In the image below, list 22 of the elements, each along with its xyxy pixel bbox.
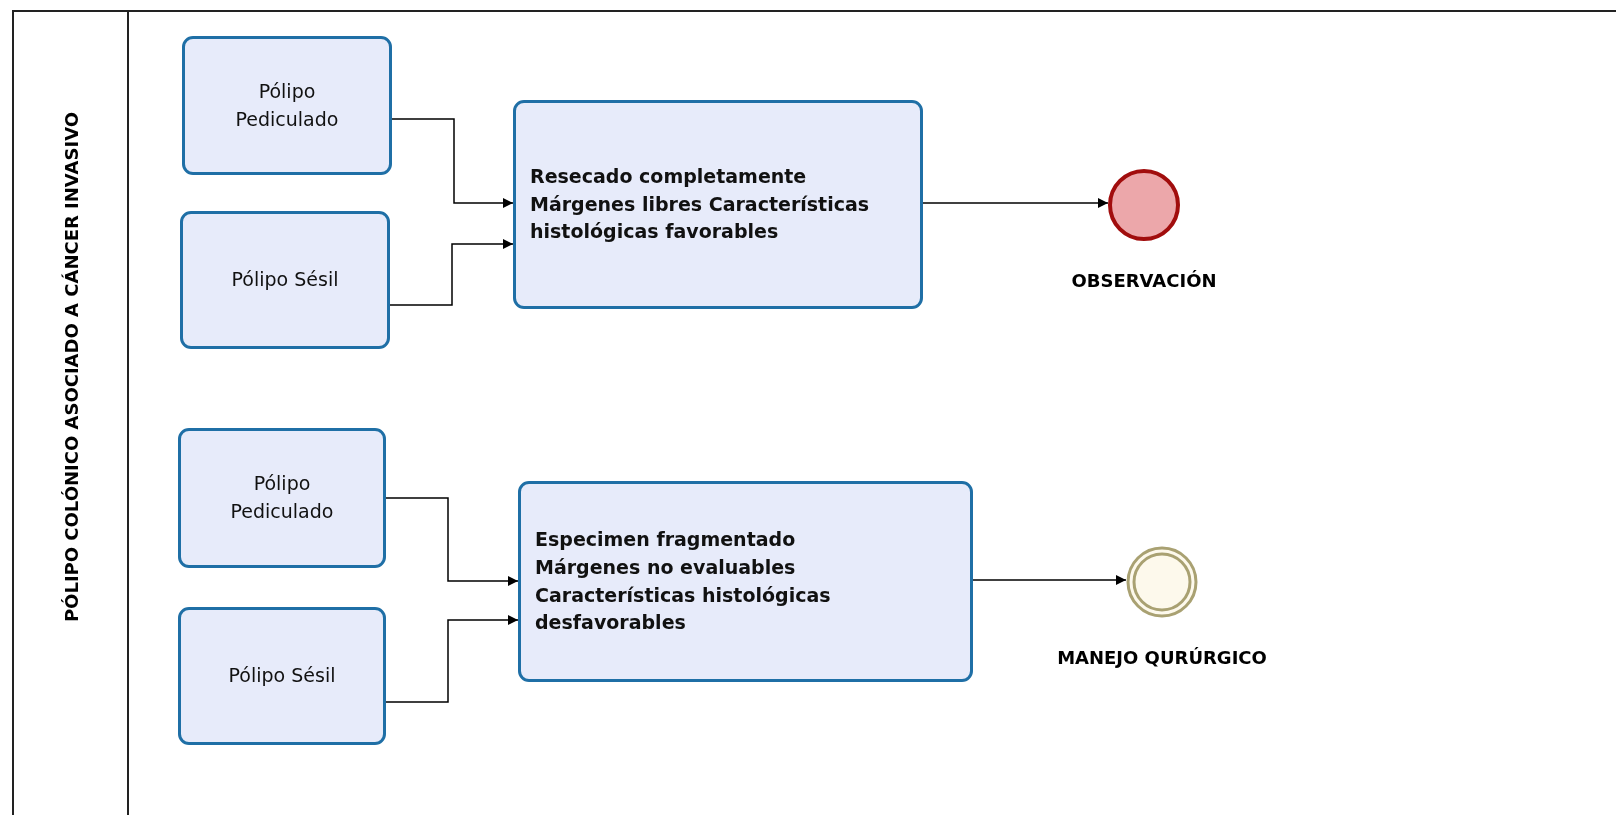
task-text: Pólipo Sésil	[230, 267, 340, 293]
task-text: Resecado completamente Márgenes libres Características histológicas favorables	[530, 164, 871, 245]
task-text: Especimen fragmentado Márgenes no evaluables Características histológicas desfavorables	[535, 527, 832, 636]
arrow	[389, 238, 514, 306]
task-text: Pólipo Pediculado	[229, 471, 335, 524]
pool-title: PÓLIPO COLÓNICO ASOCIADO A CÁNCER INVASIVO	[60, 111, 82, 623]
task-text: Pólipo Sésil	[227, 663, 337, 689]
task-box	[518, 481, 973, 682]
task-text: Pólipo Pediculado	[234, 78, 340, 132]
task-box	[513, 100, 923, 309]
event-label: MANEJO QURÚRGICO	[1056, 646, 1268, 670]
event-label: OBSERVACIÓN	[1070, 269, 1218, 293]
task-box	[178, 428, 386, 568]
task-box	[182, 36, 392, 175]
arrow	[391, 118, 514, 209]
arrow	[922, 197, 1109, 209]
arrow	[972, 574, 1127, 586]
pool	[12, 10, 1616, 815]
arrow	[385, 614, 519, 703]
task-box	[178, 607, 386, 745]
arrow	[385, 497, 519, 587]
task-box	[180, 211, 390, 349]
